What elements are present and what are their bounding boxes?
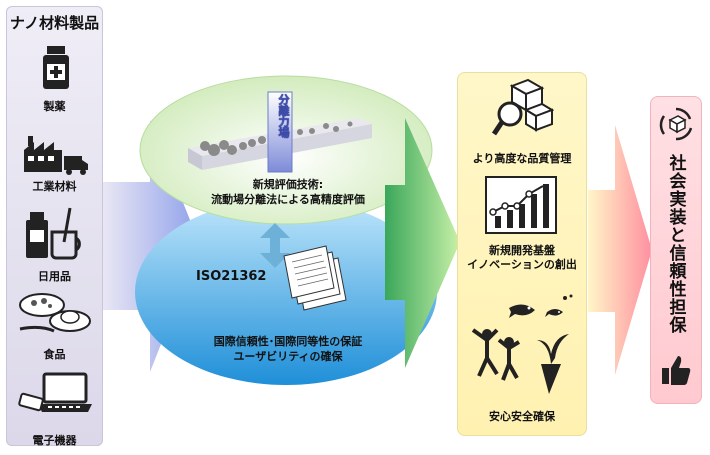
growth-chart-icon xyxy=(485,176,557,234)
factory-truck-icon xyxy=(24,136,88,175)
food-bowl-icon xyxy=(19,293,91,333)
product-label-industrial: 工業材料 xyxy=(32,180,77,193)
outcome-quality-label: より高度な品質管理 xyxy=(472,152,572,165)
outcome-innovation-label: イノベーションの創出 xyxy=(467,258,577,271)
product-label-daily: 日用品 xyxy=(38,270,71,283)
evaluation-title: 新規評価技術: xyxy=(252,178,324,191)
medicine-bottle-icon xyxy=(43,46,69,89)
thumbs-up-icon xyxy=(662,356,691,385)
iso-standard-label: ISO21362 xyxy=(196,269,267,284)
assurance-line2: ユーザビリティの確保 xyxy=(233,350,343,363)
boxes-magnifier-icon xyxy=(492,78,554,136)
evaluation-subtitle: 流動場分離法による高精度評価 xyxy=(211,193,365,206)
product-label-pharma: 製薬 xyxy=(43,100,66,113)
product-label-food: 食品 xyxy=(43,348,66,361)
assurance-line1: 国際信頼性･国際同等性の保証 xyxy=(213,335,363,348)
products-panel: ナノ材料製品 製薬 工業材料 日用品 食品 xyxy=(6,6,103,447)
outcome-development-label: 新規開発基盤 xyxy=(489,244,555,257)
force-field-bar xyxy=(267,91,293,173)
flow-arrow-right xyxy=(588,125,652,375)
people-plant-fish-icon xyxy=(471,294,573,394)
assurance-ellipse xyxy=(135,199,437,385)
particle-cluster xyxy=(200,121,353,156)
flow-arrow-middle xyxy=(385,118,460,368)
daily-goods-icon xyxy=(26,207,81,260)
documents-icon xyxy=(283,245,347,311)
outcome-safety-label: 安心安全確保 xyxy=(489,410,555,423)
flow-arrow-left xyxy=(103,120,200,372)
laptop-phone-icon xyxy=(18,372,92,412)
social-implementation-panel: 社会実装と信頼性担保 xyxy=(650,96,702,404)
double-arrow-icon xyxy=(260,223,290,268)
products-title: ナノ材料製品 xyxy=(9,14,100,32)
separation-channel-side xyxy=(188,148,202,170)
separation-field-label: 分離力場 xyxy=(277,94,290,138)
product-label-electronics: 電子機器 xyxy=(32,434,77,447)
social-implementation-text: 社会実装と信頼性担保 xyxy=(665,154,686,334)
recycle-box-icon xyxy=(659,107,693,141)
outcomes-panel: より高度な品質管理 新規開発基盤 イノベーションの創出 安心安全確保 xyxy=(457,72,587,436)
